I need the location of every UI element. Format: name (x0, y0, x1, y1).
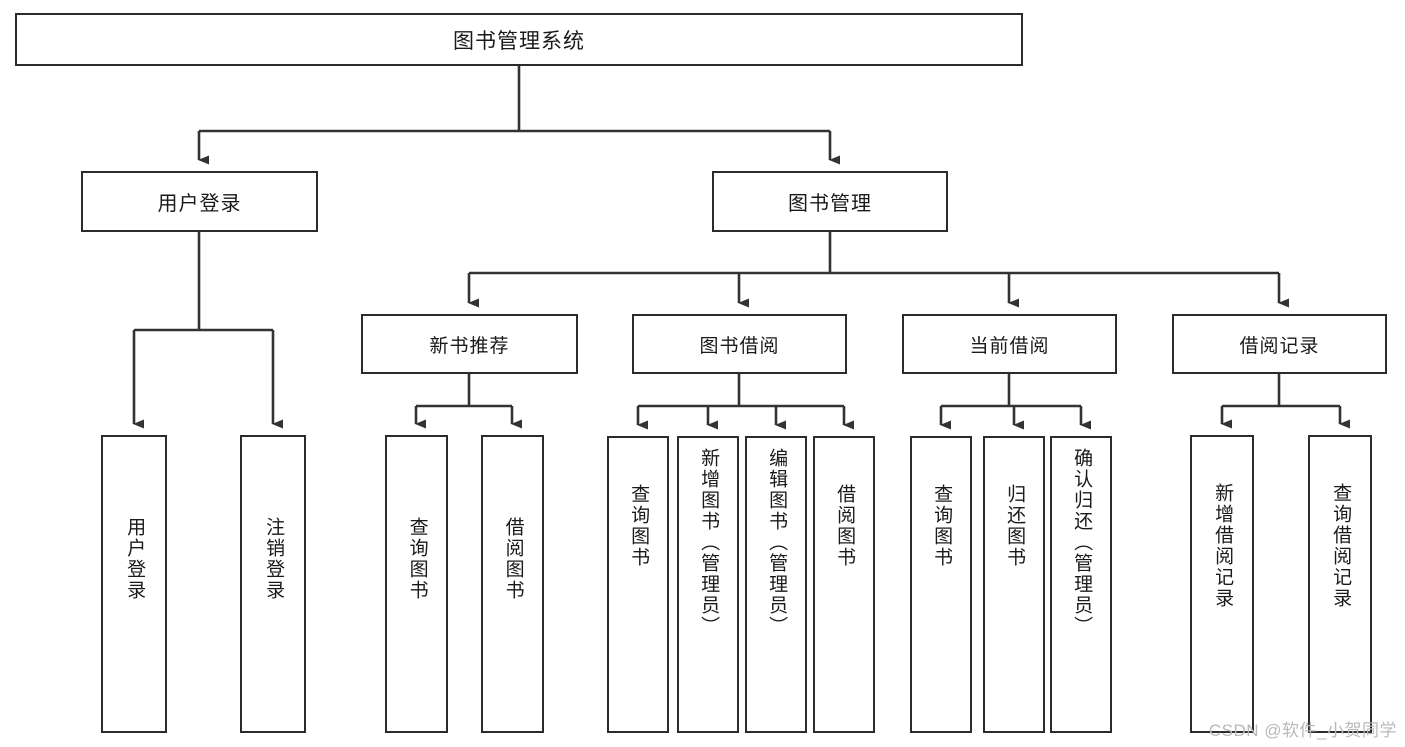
node-book-manage-label: 图书管理 (788, 193, 872, 215)
node-leaf-current-confirm[interactable]: 确认归还（管理员） (1050, 436, 1112, 733)
node-borrow-record-label: 借阅记录 (1239, 335, 1320, 357)
node-leaf-borrow-edit-label: 编辑图书（管理员） (766, 448, 788, 637)
node-current-borrow-label: 当前借阅 (969, 335, 1050, 357)
node-leaf-record-query-label: 查询借阅记录 (1330, 483, 1352, 609)
node-leaf-current-query[interactable]: 查询图书 (910, 436, 972, 733)
node-leaf-user-logout[interactable]: 注销登录 (240, 435, 306, 733)
node-leaf-borrow-query[interactable]: 查询图书 (607, 436, 669, 733)
node-book-manage[interactable]: 图书管理 (712, 171, 948, 232)
node-leaf-rec-borrow-label: 借阅图书 (502, 517, 524, 601)
node-leaf-record-query[interactable]: 查询借阅记录 (1308, 435, 1372, 733)
node-root-label: 图书管理系统 (453, 29, 585, 53)
node-leaf-borrow-query-label: 查询图书 (628, 484, 650, 568)
node-leaf-user-login[interactable]: 用户登录 (101, 435, 167, 733)
node-new-book-rec[interactable]: 新书推荐 (361, 314, 578, 374)
node-leaf-borrow-add[interactable]: 新增图书（管理员） (677, 436, 739, 733)
node-leaf-rec-query[interactable]: 查询图书 (385, 435, 448, 733)
node-root-system[interactable]: 图书管理系统 (15, 13, 1023, 66)
node-new-book-rec-label: 新书推荐 (429, 335, 510, 357)
node-user-login[interactable]: 用户登录 (81, 171, 318, 232)
node-current-borrow[interactable]: 当前借阅 (902, 314, 1117, 374)
node-leaf-record-add[interactable]: 新增借阅记录 (1190, 435, 1254, 733)
node-leaf-current-confirm-label: 确认归还（管理员） (1071, 448, 1093, 637)
node-user-login-label: 用户登录 (157, 193, 242, 215)
node-leaf-rec-query-label: 查询图书 (406, 517, 428, 601)
node-leaf-record-add-label: 新增借阅记录 (1212, 483, 1234, 609)
node-leaf-borrow-do-label: 借阅图书 (834, 484, 856, 568)
node-leaf-current-query-label: 查询图书 (931, 484, 953, 568)
node-book-borrow-label: 图书借阅 (699, 335, 780, 357)
node-leaf-borrow-edit[interactable]: 编辑图书（管理员） (745, 436, 807, 733)
node-leaf-rec-borrow[interactable]: 借阅图书 (481, 435, 544, 733)
node-leaf-user-logout-label: 注销登录 (263, 517, 285, 601)
node-leaf-borrow-do[interactable]: 借阅图书 (813, 436, 875, 733)
node-leaf-current-return[interactable]: 归还图书 (983, 436, 1045, 733)
node-leaf-borrow-add-label: 新增图书（管理员） (698, 448, 720, 637)
csdn-watermark: CSDN @软件_小贺同学 (1208, 721, 1397, 740)
node-leaf-current-return-label: 归还图书 (1004, 484, 1026, 568)
node-leaf-user-login-label: 用户登录 (124, 517, 146, 601)
node-borrow-record[interactable]: 借阅记录 (1172, 314, 1387, 374)
node-book-borrow[interactable]: 图书借阅 (632, 314, 847, 374)
